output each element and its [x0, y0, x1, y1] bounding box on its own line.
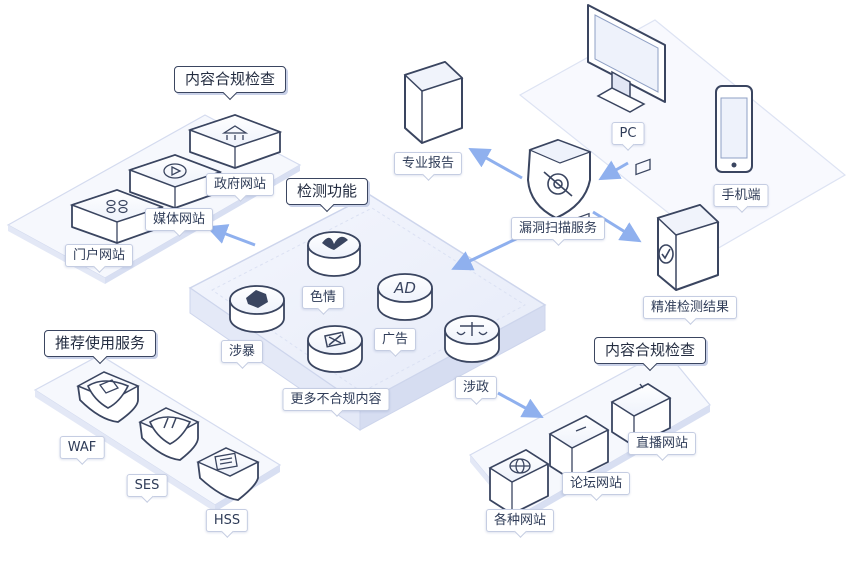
- label-hss: HSS: [205, 509, 249, 532]
- scale-icon: [456, 322, 488, 336]
- box-portal: [69, 189, 165, 244]
- label-precise-result: 精准检测结果: [642, 296, 738, 319]
- check-icon: [658, 244, 674, 264]
- cylinder-more: [307, 325, 363, 373]
- cylinder-violence: [229, 285, 285, 333]
- fist-icon: [246, 290, 268, 308]
- box-live: [610, 158, 672, 447]
- label-forum-site: 论坛网站: [561, 472, 631, 495]
- scanner-shield: [527, 139, 592, 219]
- title-compliance-bottom: 内容合规检查: [593, 337, 707, 364]
- label-report: 专业报告: [393, 152, 463, 175]
- label-vuln-scan: 漏洞扫描服务: [510, 217, 606, 240]
- label-government-site: 政府网站: [205, 173, 275, 196]
- arrow-pc-to-scanner: [598, 160, 629, 181]
- box-media: [127, 154, 223, 209]
- live-tv-icon: [635, 158, 651, 389]
- shield-ses: [138, 407, 200, 461]
- cylinder-porn: [307, 231, 361, 277]
- title-detection: 检测功能: [285, 178, 369, 205]
- shield-target-icon: [543, 171, 573, 197]
- government-building-icon: [221, 125, 249, 140]
- play-icon: [163, 163, 187, 179]
- forbidden-stamp-icon: [324, 331, 346, 348]
- phoenix-icon: [322, 236, 348, 250]
- arrow-scanner-to-detection: [451, 236, 519, 271]
- arrow-detection-to-topleft: [206, 224, 256, 247]
- label-more-noncompliant: 更多不合规内容: [282, 388, 390, 411]
- title-compliance-top: 内容合规检查: [173, 66, 287, 93]
- label-porn: 色情: [301, 286, 345, 309]
- label-violence: 涉暴: [220, 340, 264, 363]
- label-mobile: 手机端: [713, 184, 769, 207]
- label-politics: 涉政: [454, 376, 498, 399]
- grid-icon: [106, 199, 128, 214]
- shield-waf: [76, 371, 140, 423]
- pc-monitor: [587, 4, 666, 113]
- globe-icon: [509, 458, 531, 474]
- shield-ses-icon: [163, 417, 177, 429]
- arrow-scanner-to-report: [468, 147, 523, 180]
- shield-waf-icon: [98, 379, 120, 394]
- result-tile: [656, 204, 720, 291]
- title-recommended: 推荐使用服务: [43, 330, 157, 357]
- report-tile: [403, 61, 464, 144]
- cylinder-ad: AD: [377, 273, 433, 321]
- box-any-site: [488, 449, 550, 515]
- arrow-detection-to-bottomright: [497, 391, 544, 419]
- label-ad: 广告: [373, 328, 417, 351]
- box-forum: [548, 212, 610, 481]
- box-government: [187, 114, 283, 169]
- mobile-phone: [715, 85, 753, 173]
- label-ses: SES: [126, 474, 168, 497]
- label-live-site: 直播网站: [627, 432, 697, 455]
- label-waf: WAF: [59, 436, 105, 459]
- cylinder-politics: [444, 315, 500, 363]
- server-hss: [196, 447, 260, 501]
- label-media-site: 媒体网站: [144, 208, 214, 231]
- label-any-site: 各种网站: [485, 509, 555, 532]
- server-hss-icon: [214, 452, 238, 471]
- label-portal-site: 门户网站: [64, 244, 134, 267]
- label-pc: PC: [611, 122, 645, 145]
- ad-icon: AD: [393, 279, 416, 297]
